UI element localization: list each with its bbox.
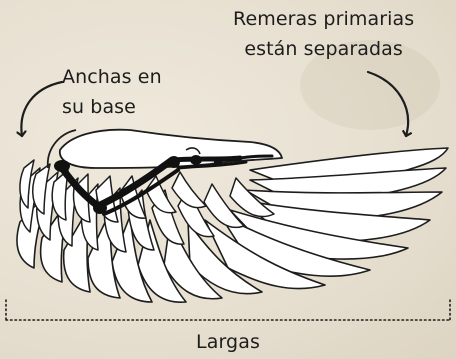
annotation-broad-base: Anchas en su base bbox=[62, 62, 162, 122]
annotation-long: Largas bbox=[196, 331, 260, 353]
span-indicator bbox=[5, 299, 451, 321]
annotation-broad-base-line1: Anchas en bbox=[62, 66, 162, 88]
carpal-detail bbox=[185, 147, 201, 155]
right-arrow bbox=[366, 70, 408, 138]
annotation-primaries-line2: están separadas bbox=[244, 38, 403, 60]
annotation-primaries-line1: Remeras primarias bbox=[233, 8, 415, 30]
annotation-primaries-separated: Remeras primarias están separadas bbox=[233, 4, 414, 64]
wing-outline-upper bbox=[46, 129, 77, 169]
annotation-broad-base-line2: su base bbox=[62, 96, 136, 118]
bone-joints bbox=[54, 155, 222, 214]
paper-texture bbox=[300, 40, 440, 130]
left-arrow bbox=[21, 80, 64, 138]
primary-feathers bbox=[204, 147, 449, 290]
